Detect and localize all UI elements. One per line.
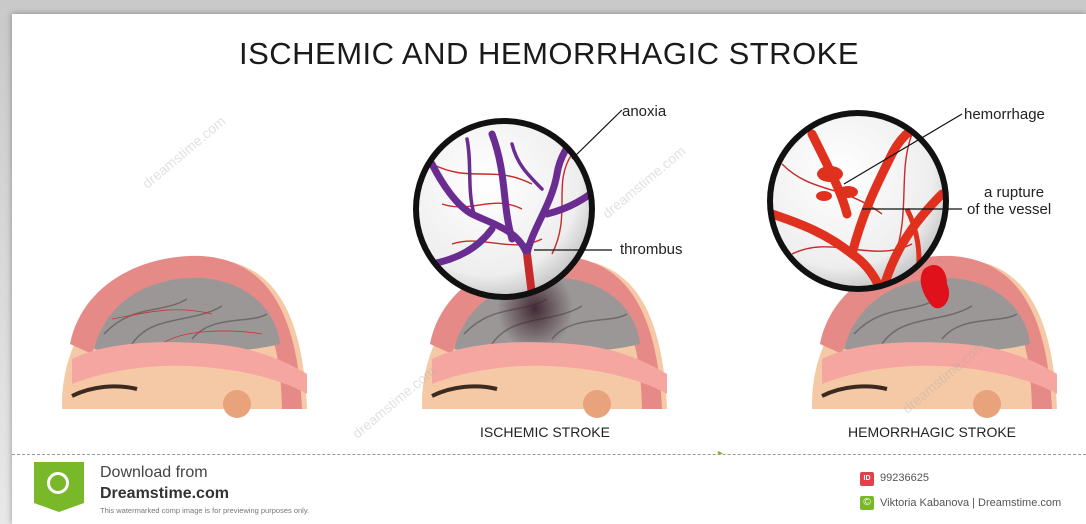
illustration-canvas: ISCHEMIC AND HEMORRHAGIC STROKE (12, 14, 1086, 524)
label-thrombus: thrombus (620, 242, 683, 258)
download-from-text: Download from (100, 464, 208, 482)
label-rupture-line2: of the vessel (967, 202, 1051, 218)
watermark-notice: This watermarked comp image is for previ… (100, 506, 309, 515)
author-credit: Viktoria Kabanova | Dreamstime.com (880, 497, 1061, 509)
head-normal (62, 256, 307, 418)
footer-divider (12, 454, 1086, 455)
label-anoxia: anoxia (622, 104, 666, 120)
label-rupture-line1: a rupture (984, 185, 1044, 201)
anoxia-leader-line (572, 110, 622, 159)
label-hemorrhage: hemorrhage (964, 107, 1045, 123)
site-name[interactable]: Dreamstime.com (100, 485, 229, 503)
dreamstime-logo-ring (47, 472, 69, 494)
id-badge-icon: ID (860, 472, 874, 486)
image-id: 99236625 (880, 472, 929, 484)
caption-ischemic: ISCHEMIC STROKE (480, 424, 610, 440)
caption-hemorrhagic: HEMORRHAGIC STROKE (848, 424, 1016, 440)
copyright-icon: © (860, 496, 874, 510)
